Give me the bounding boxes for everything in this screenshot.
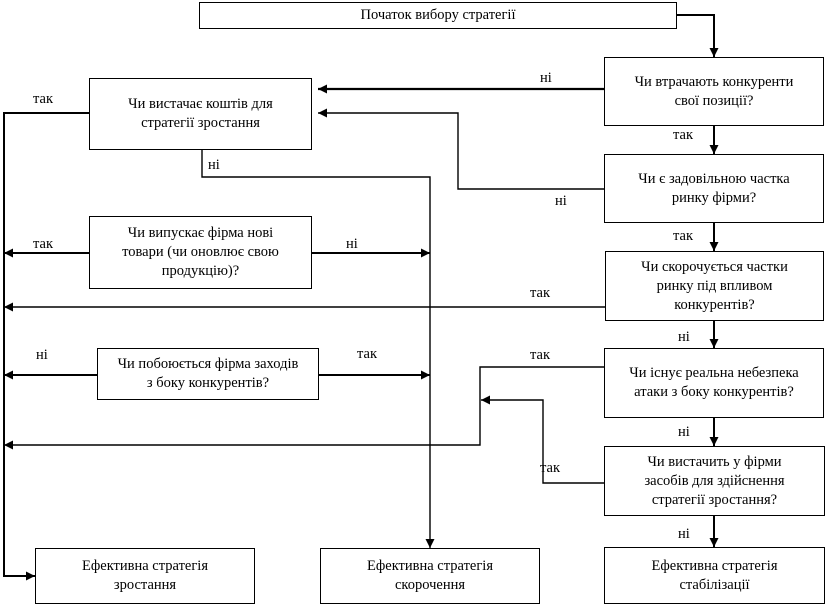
node-means-sufficient: Чи вистачить у фірми засобів для здійсне… bbox=[604, 446, 825, 516]
edge-label-products-no: ні bbox=[346, 236, 358, 252]
edge-attack-yes bbox=[4, 366, 605, 450]
edge-means-yes bbox=[481, 395, 605, 484]
node-market-share-satisfactory: Чи є задовільною частка ринку фірми? bbox=[604, 154, 824, 223]
node-fear-competitors: Чи побоюється фірма заходів з боку конку… bbox=[97, 348, 319, 400]
edge-label-fear-no: ні bbox=[36, 347, 48, 363]
edge-label-means-yes: так bbox=[540, 460, 560, 476]
edge-funds-yes bbox=[3, 112, 90, 581]
edge-label-attack-no: ні bbox=[678, 424, 690, 440]
node-strategy-stabilisation: Ефективна стратегія стабілізації bbox=[604, 547, 825, 604]
edge-label-fear-yes: так bbox=[357, 346, 377, 362]
edge-label-funds-no: ні bbox=[208, 157, 220, 173]
node-start: Початок вибору стратегії bbox=[199, 2, 677, 29]
node-competitors-lose-positions: Чи втрачають конкуренти свої позиції? bbox=[604, 57, 824, 126]
edge-label-drop-no: ні bbox=[678, 329, 690, 345]
edge-label-share-no: ні bbox=[555, 193, 567, 209]
edge-label-lose-yes: так bbox=[673, 127, 693, 143]
edge-label-attack-yes: так bbox=[530, 347, 550, 363]
edge-label-share-yes: так bbox=[673, 228, 693, 244]
node-new-products: Чи випускає фірма нові товари (чи оновлю… bbox=[89, 216, 312, 289]
node-strategy-reduction: Ефективна стратегія скорочення bbox=[320, 548, 540, 604]
edge-label-funds-yes: так bbox=[33, 91, 53, 107]
edge-share-no bbox=[318, 108, 604, 190]
node-market-share-dropping: Чи скорочується частки ринку під впливом… bbox=[605, 251, 824, 321]
edge-label-drop-yes: так bbox=[530, 285, 550, 301]
node-strategy-growth: Ефективна стратегія зростання bbox=[35, 548, 255, 604]
edge-label-means-no: ні bbox=[678, 526, 690, 542]
edge-label-products-yes: так bbox=[33, 236, 53, 252]
edge-label-lose-no: ні bbox=[540, 70, 552, 86]
node-funds-sufficient: Чи вистачає коштів для стратегії зростан… bbox=[89, 78, 312, 150]
edge-start-to-lose bbox=[677, 14, 719, 57]
edge-funds-no bbox=[201, 150, 435, 548]
node-attack-threat: Чи існує реальна небезпека атаки з боку … bbox=[604, 348, 824, 418]
